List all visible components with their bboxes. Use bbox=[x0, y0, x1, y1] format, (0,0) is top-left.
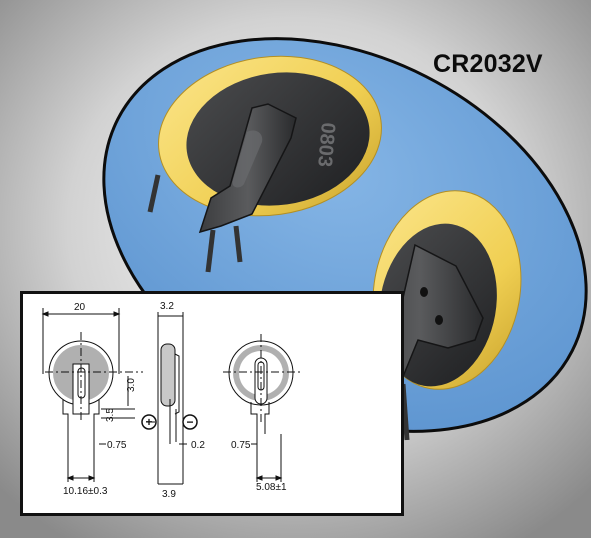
dim-thickness: 3.2 bbox=[160, 301, 174, 312]
battery-print-text: 0803 bbox=[313, 122, 339, 168]
front-view bbox=[41, 308, 143, 482]
dim-pin-gap: 0.2 bbox=[191, 440, 205, 451]
dim-pin-spacing: 10.16±0.3 bbox=[63, 486, 108, 497]
negative-symbol: − bbox=[186, 415, 193, 429]
dimension-drawing: 20 3.0 3.5 0.75 10.16±0.3 3.2 + bbox=[20, 291, 404, 516]
technical-drawing: 20 3.0 3.5 0.75 10.16±0.3 3.2 + bbox=[41, 301, 303, 500]
negative-terminal-icon bbox=[182, 414, 198, 430]
rear-view bbox=[223, 334, 303, 482]
positive-symbol: + bbox=[145, 415, 152, 429]
dim-pin-offset-b: 3.5 bbox=[105, 408, 116, 422]
positive-terminal-icon bbox=[141, 414, 157, 430]
product-title: CR2032V bbox=[433, 50, 543, 78]
dim-overall-depth: 3.9 bbox=[162, 489, 176, 500]
dim-width: 20 bbox=[74, 302, 86, 313]
dim-pin-spacing-right: 5.08±1 bbox=[256, 482, 287, 493]
battery-bottom bbox=[332, 190, 522, 441]
battery-top: 0803 bbox=[147, 55, 382, 273]
dim-pin-offset-a: 3.0 bbox=[126, 378, 137, 392]
pin bbox=[205, 229, 216, 273]
pin bbox=[147, 174, 161, 213]
dim-pin-width-left: 0.75 bbox=[107, 440, 127, 451]
side-view bbox=[151, 312, 187, 485]
dim-pin-width-right: 0.75 bbox=[231, 440, 251, 451]
pin bbox=[233, 225, 243, 263]
